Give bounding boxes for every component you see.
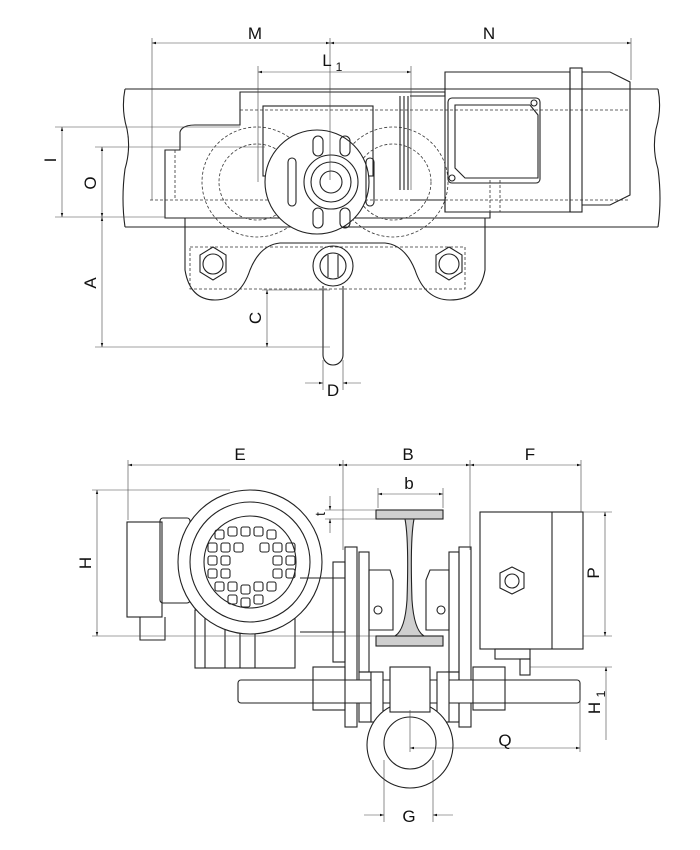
dim-label-q: Q xyxy=(498,731,511,750)
top-view: M N L 1 I O A C D xyxy=(41,24,661,400)
gearbox-side xyxy=(479,511,584,676)
dim-label-h: H xyxy=(76,557,95,569)
dim-label-m: M xyxy=(248,24,262,43)
side-dimensions: E B F b t H P H 1 Q G xyxy=(76,445,612,826)
i-beam-section xyxy=(375,509,444,647)
dim-label-g: G xyxy=(402,807,415,826)
dim-label-l1: L xyxy=(322,51,331,70)
dim-label-d: D xyxy=(327,381,339,400)
wheel-disk xyxy=(264,129,375,235)
motor-side xyxy=(126,489,345,669)
dim-label-l1-subscript: 1 xyxy=(336,60,343,74)
dim-label-h1: H xyxy=(585,702,604,714)
dim-label-i: I xyxy=(41,158,60,163)
dim-label-o: O xyxy=(81,176,100,189)
side-view: E B F b t H P H 1 Q G xyxy=(76,445,612,826)
dim-label-h1-subscript: 1 xyxy=(594,690,608,697)
dim-label-n: N xyxy=(483,24,495,43)
dim-label-f: F xyxy=(525,445,535,464)
dim-label-c: C xyxy=(246,312,265,324)
motor-top xyxy=(410,67,631,213)
top-dimensions: M N L 1 I O A C D xyxy=(41,24,632,400)
motor-fan-grille xyxy=(207,526,296,608)
lower-plate-fasteners xyxy=(199,245,463,366)
dim-label-t: t xyxy=(312,512,328,516)
dim-label-a: A xyxy=(81,277,100,289)
axle-and-shackle xyxy=(237,666,581,789)
dim-label-e: E xyxy=(234,445,245,464)
dim-label-b-lower: b xyxy=(404,474,413,493)
dim-label-p: P xyxy=(584,567,603,578)
beam-top xyxy=(122,88,661,228)
dim-label-b-upper: B xyxy=(402,445,413,464)
